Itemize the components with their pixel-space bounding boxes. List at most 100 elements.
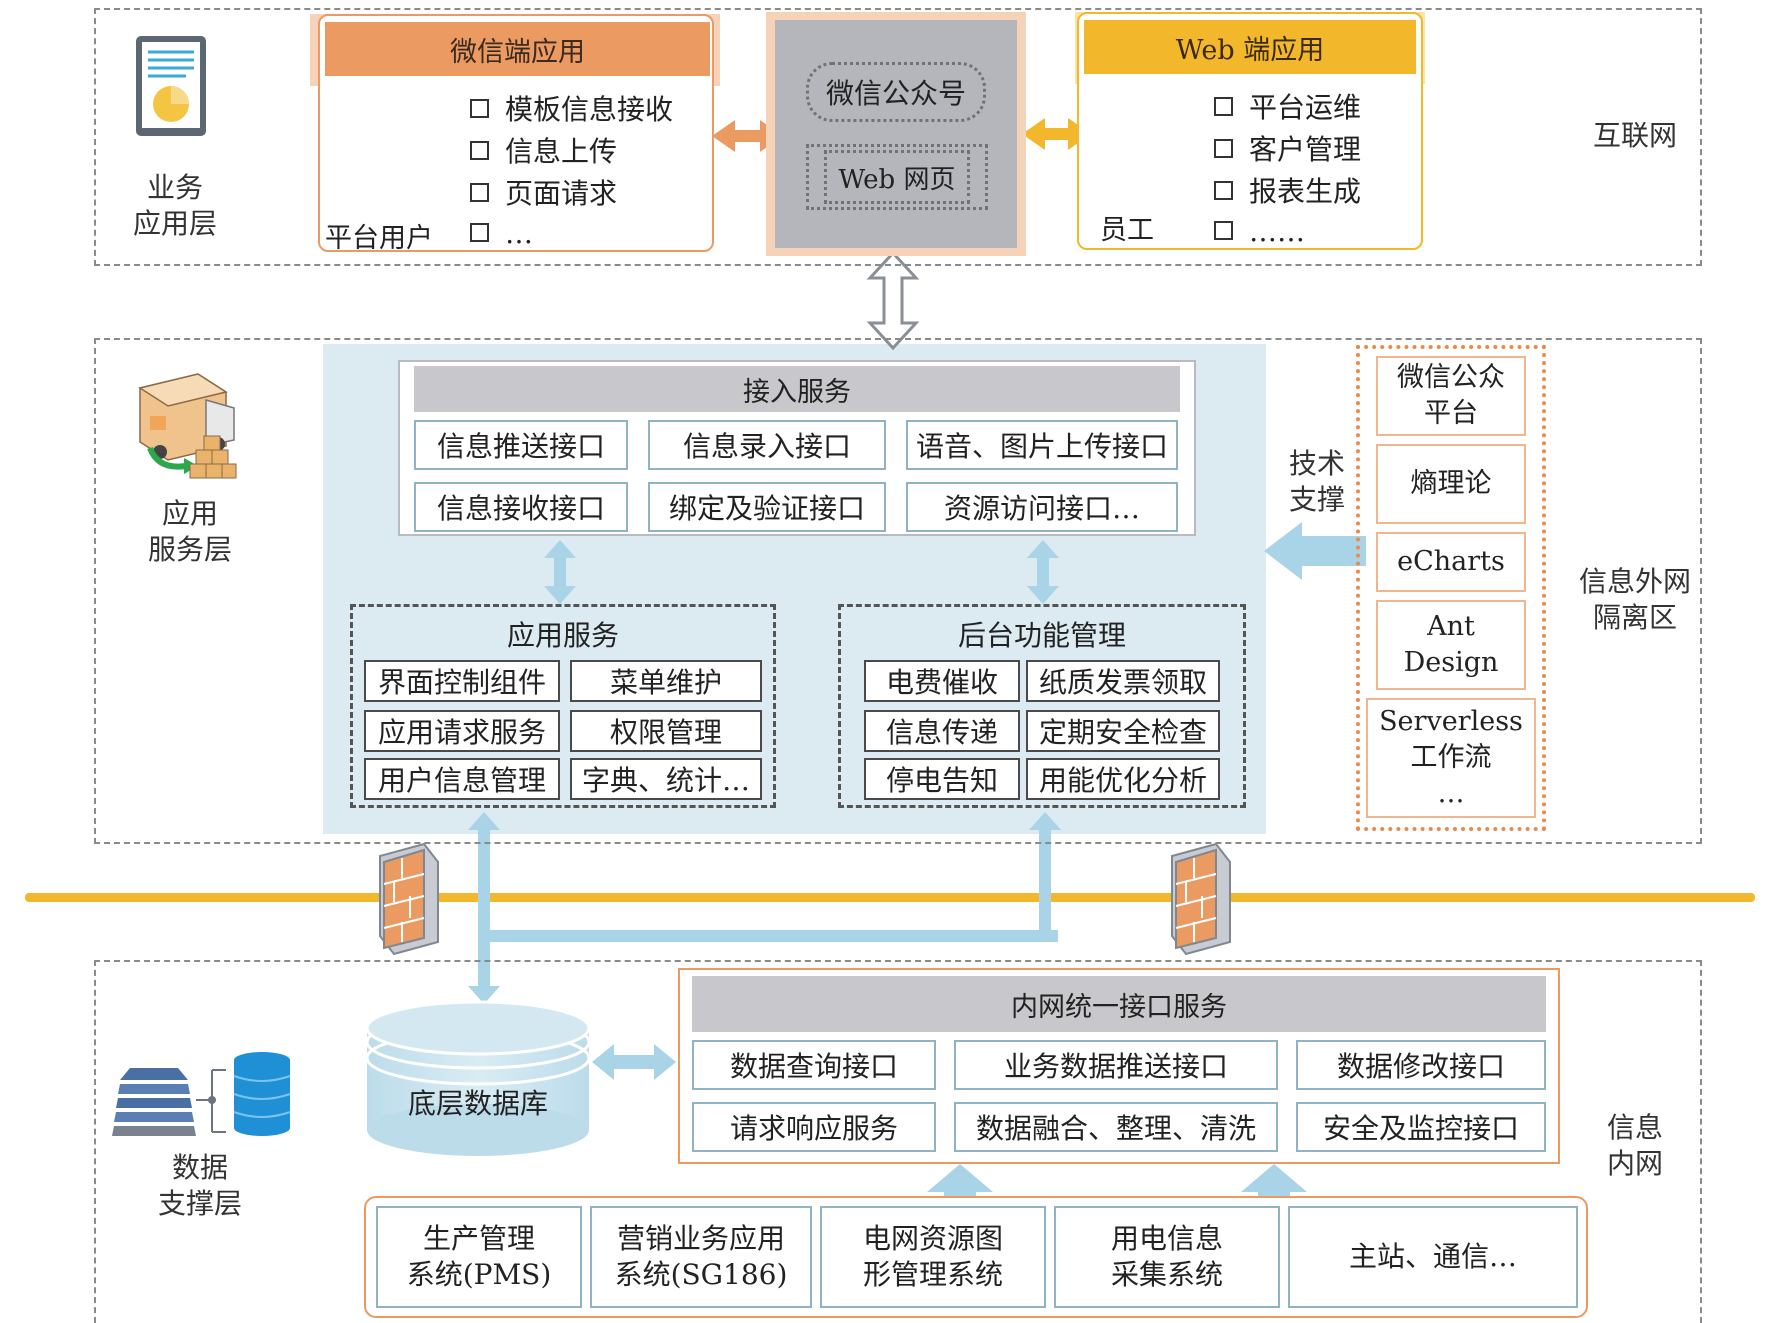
- checkbox-icon: [470, 223, 489, 242]
- web-item: ……: [1214, 218, 1305, 246]
- web-app-title: Web 端应用: [1084, 20, 1416, 74]
- web-item: 平台运维: [1214, 94, 1361, 122]
- web-page-outer: [806, 144, 988, 210]
- system-item: 主站、通信…: [1288, 1206, 1578, 1308]
- intranet-item: 业务数据推送接口: [954, 1040, 1278, 1090]
- tech-item: 微信公众 平台: [1376, 356, 1526, 436]
- intranet-item: 请求响应服务: [692, 1102, 936, 1152]
- network-boundary-line: [25, 893, 1755, 902]
- tech-support-frame: [1356, 345, 1546, 831]
- web-item-label: 平台运维: [1249, 91, 1362, 124]
- app-service-item: 用户信息管理: [364, 758, 560, 800]
- wechat-app-title: 微信端应用: [325, 22, 710, 76]
- access-to-backend-arrow: [1027, 540, 1059, 604]
- web-item: 客户管理: [1214, 136, 1361, 164]
- platform-user-label: 平台用户: [325, 223, 433, 254]
- business-layer-frame: [94, 8, 1702, 266]
- intranet-item: 数据修改接口: [1296, 1040, 1546, 1090]
- system-item: 电网资源图 形管理系统: [820, 1206, 1046, 1308]
- checkbox-icon: [1214, 181, 1233, 200]
- system-item: 生产管理 系统(PMS): [376, 1206, 582, 1308]
- access-item: 资源访问接口…: [906, 482, 1178, 532]
- tech-item: 熵理论: [1376, 444, 1526, 524]
- checkbox-icon: [1214, 97, 1233, 116]
- tech-item: Serverless 工作流 …: [1366, 698, 1536, 818]
- tech-support-label: 技术 支撑: [1288, 447, 1345, 516]
- web-item-label: 报表生成: [1249, 175, 1362, 208]
- backend-title: 后台功能管理: [957, 619, 1126, 652]
- access-item: 信息录入接口: [648, 420, 886, 470]
- firewall-icon: [379, 842, 439, 956]
- systems-up-arrow: [1241, 1164, 1307, 1204]
- access-service-title: 接入服务: [414, 366, 1180, 412]
- business-layer-label: 业务 应用层: [132, 171, 217, 240]
- app-service-item: 应用请求服务: [364, 710, 560, 752]
- backend-item: 信息传递: [864, 710, 1020, 752]
- web-item: 报表生成: [1214, 178, 1361, 206]
- wechat-item-label: 页面请求: [505, 177, 618, 210]
- wechat-item: 页面请求: [470, 180, 617, 208]
- app-service-title: 应用服务: [506, 619, 619, 652]
- access-to-app-arrow: [544, 540, 576, 604]
- data-layer-label: 数据 支撑层: [157, 1151, 242, 1220]
- backend-item: 用能优化分析: [1026, 758, 1220, 800]
- intranet-service-title: 内网统一接口服务: [692, 976, 1546, 1032]
- wechat-item: 模板信息接收: [470, 96, 673, 124]
- data-layer-frame: [94, 960, 1702, 1323]
- web-item-label: ……: [1249, 215, 1305, 248]
- firewall-icon: [1171, 842, 1231, 956]
- access-item: 信息推送接口: [414, 420, 628, 470]
- intranet-item: 数据查询接口: [692, 1040, 936, 1090]
- access-item: 信息接收接口: [414, 482, 628, 532]
- tech-support-arrow: [1264, 522, 1366, 580]
- dmz-zone-label: 信息外网 隔离区: [1578, 565, 1691, 634]
- checkbox-icon: [470, 99, 489, 118]
- access-item: 绑定及验证接口: [648, 482, 886, 532]
- data-stack-icon: [112, 1052, 291, 1136]
- tablet-chart-icon: [136, 36, 206, 136]
- app-service-item: 字典、统计…: [570, 758, 762, 800]
- tech-item: Ant Design: [1376, 600, 1526, 690]
- wechat-item-label: 模板信息接收: [505, 93, 674, 126]
- checkbox-icon: [470, 183, 489, 202]
- db-interface-arrow: [592, 1044, 676, 1080]
- backend-item: 电费催收: [864, 660, 1020, 702]
- intranet-item: 安全及监控接口: [1296, 1102, 1546, 1152]
- app-service-item: 界面控制组件: [364, 660, 560, 702]
- wechat-item: 信息上传: [470, 138, 617, 166]
- service-layer-frame: [94, 338, 1702, 844]
- checkbox-icon: [470, 141, 489, 160]
- backend-box: [838, 604, 1246, 808]
- database-cylinder: [365, 1000, 591, 1156]
- backend-item: 纸质发票领取: [1026, 660, 1220, 702]
- intranet-item: 数据融合、整理、清洗: [954, 1102, 1278, 1152]
- truck-icon: [138, 373, 237, 479]
- backend-item: 定期安全检查: [1026, 710, 1220, 752]
- database-label: 底层数据库: [407, 1087, 548, 1120]
- access-item: 语音、图片上传接口: [906, 420, 1178, 470]
- web-link-arrow: [1022, 118, 1091, 150]
- wechat-item-label: …: [505, 217, 533, 250]
- app-service-box: [350, 604, 776, 808]
- web-page-box: Web 网页: [824, 150, 970, 204]
- internet-zone-label: 互联网: [1592, 119, 1677, 152]
- service-db-connector: [468, 812, 1061, 1004]
- center-gray-box: [775, 20, 1017, 248]
- service-layer-label: 应用 服务层: [147, 497, 232, 566]
- system-item: 营销业务应用 系统(SG186): [590, 1206, 812, 1308]
- internet-service-arrow: [866, 250, 920, 351]
- intranet-zone-label: 信息 内网: [1606, 1111, 1663, 1180]
- wechat-link-arrow: [712, 120, 783, 152]
- wechat-item: …: [470, 220, 533, 248]
- web-item-label: 客户管理: [1249, 133, 1362, 166]
- checkbox-icon: [1214, 139, 1233, 158]
- wechat-item-label: 信息上传: [505, 135, 618, 168]
- checkbox-icon: [1214, 221, 1233, 240]
- official-account-box: 微信公众号: [806, 62, 986, 122]
- app-service-item: 菜单维护: [570, 660, 762, 702]
- system-item: 用电信息 采集系统: [1054, 1206, 1280, 1308]
- systems-up-arrow: [927, 1164, 993, 1204]
- app-service-item: 权限管理: [570, 710, 762, 752]
- tech-item: eCharts: [1376, 532, 1526, 592]
- employee-label: 员工: [1100, 215, 1154, 246]
